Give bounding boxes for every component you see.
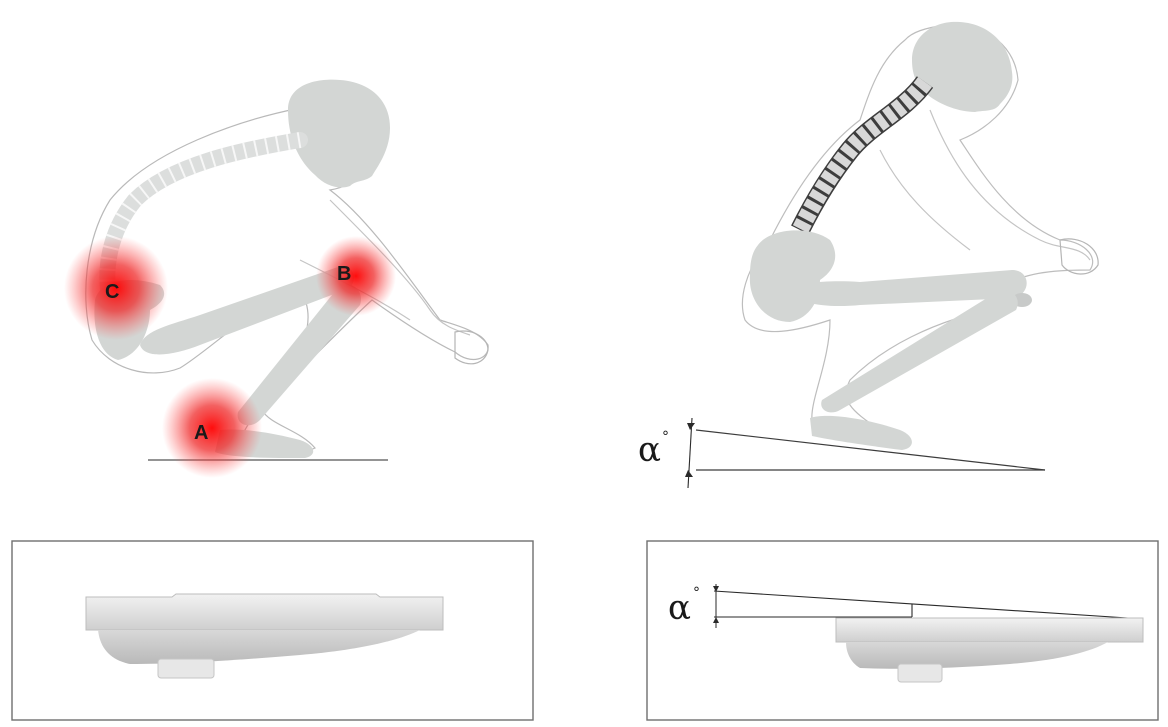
- arm-right: [880, 110, 1090, 260]
- pain-glow-b: [316, 236, 396, 316]
- panel-tilted-basin: α °: [647, 541, 1158, 720]
- hand-left: [455, 331, 488, 364]
- right-squat-figure: α °: [638, 22, 1098, 488]
- angle-symbol-right: α: [638, 430, 661, 470]
- left-squat-figure: A B C: [64, 80, 488, 478]
- pelvis-right: [750, 230, 835, 322]
- shin-right: [821, 290, 1018, 413]
- panel-flat-basin: [12, 541, 533, 720]
- pain-label-c: C: [105, 281, 119, 303]
- head-right: [912, 22, 1012, 112]
- pain-label-a: A: [194, 422, 208, 444]
- degree-symbol-panel: °: [693, 585, 700, 601]
- basin-top-tilted: [836, 618, 1143, 642]
- basin-top-flat: [86, 594, 443, 630]
- basin-drain-tilted: [898, 664, 942, 682]
- pain-glow-a: [162, 378, 262, 478]
- angle-symbol-panel: α: [668, 588, 691, 628]
- degree-symbol-right: °: [662, 429, 669, 445]
- pain-label-b: B: [337, 263, 351, 285]
- basin-drain-flat: [158, 659, 214, 678]
- spine-segments-right: [800, 82, 925, 230]
